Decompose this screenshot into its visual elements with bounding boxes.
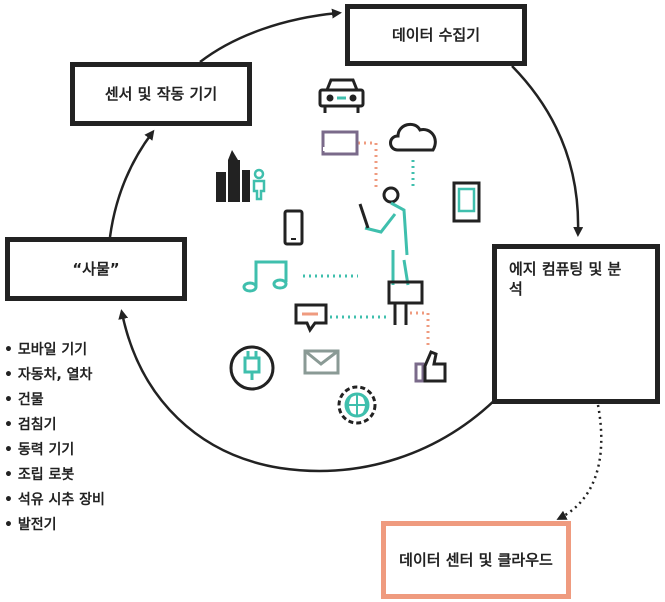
sensor-actuator-label: 센서 및 작동 기기: [104, 84, 218, 103]
things-label: “사물”: [72, 259, 120, 278]
things-box: “사물”: [5, 237, 187, 301]
plug-icon: [229, 345, 275, 391]
list-item: 모바일 기기: [4, 338, 105, 363]
dotted-connectors: [303, 141, 430, 345]
tablet-landscape-icon: [321, 130, 359, 156]
data-collector-box: 데이터 수집기: [345, 4, 527, 66]
mail-icon: [303, 349, 340, 375]
arrow-collector-to-edge: [511, 65, 584, 237]
arrow-edge-to-cloud: [556, 404, 603, 520]
person-laptop-icon: [358, 186, 424, 325]
list-item: 자동차, 열차: [4, 363, 105, 388]
list-item: 조립 로봇: [4, 463, 105, 488]
list-item: 발전기: [4, 513, 105, 538]
list-item: 석유 시추 장비: [4, 488, 105, 513]
cloud-icon: [389, 122, 437, 152]
chat-icon: [294, 303, 328, 334]
things-list: 모바일 기기 자동차, 열차 건물 검침기 동력 기기 조립 로봇 석유 시추 …: [4, 338, 105, 538]
arrow-edge-to-things: [118, 309, 501, 473]
building-person-icon: [216, 150, 266, 202]
globe-gear-icon: [337, 385, 377, 425]
arrow-things-to-sensor: [108, 129, 155, 238]
phone-icon: [283, 209, 304, 246]
music-icon: [242, 260, 288, 293]
edge-computing-box: 에지 컴퓨팅 및 분석: [492, 244, 660, 404]
arrow-sensor-to-collector: [199, 8, 342, 63]
car-icon: [318, 78, 365, 113]
list-item: 건물: [4, 388, 105, 413]
datacenter-cloud-label: 데이터 센터 및 클라우드: [399, 550, 553, 569]
datacenter-cloud-box: 데이터 센터 및 클라우드: [381, 521, 571, 599]
edge-computing-label: 에지 컴퓨팅 및 분석: [509, 260, 622, 299]
list-item: 검침기: [4, 413, 105, 438]
sensor-actuator-box: 센서 및 작동 기기: [70, 62, 252, 126]
list-item: 동력 기기: [4, 438, 105, 463]
data-collector-label: 데이터 수집기: [391, 25, 481, 44]
tablet-icon: [452, 181, 481, 223]
thumbs-up-icon: [414, 350, 447, 383]
